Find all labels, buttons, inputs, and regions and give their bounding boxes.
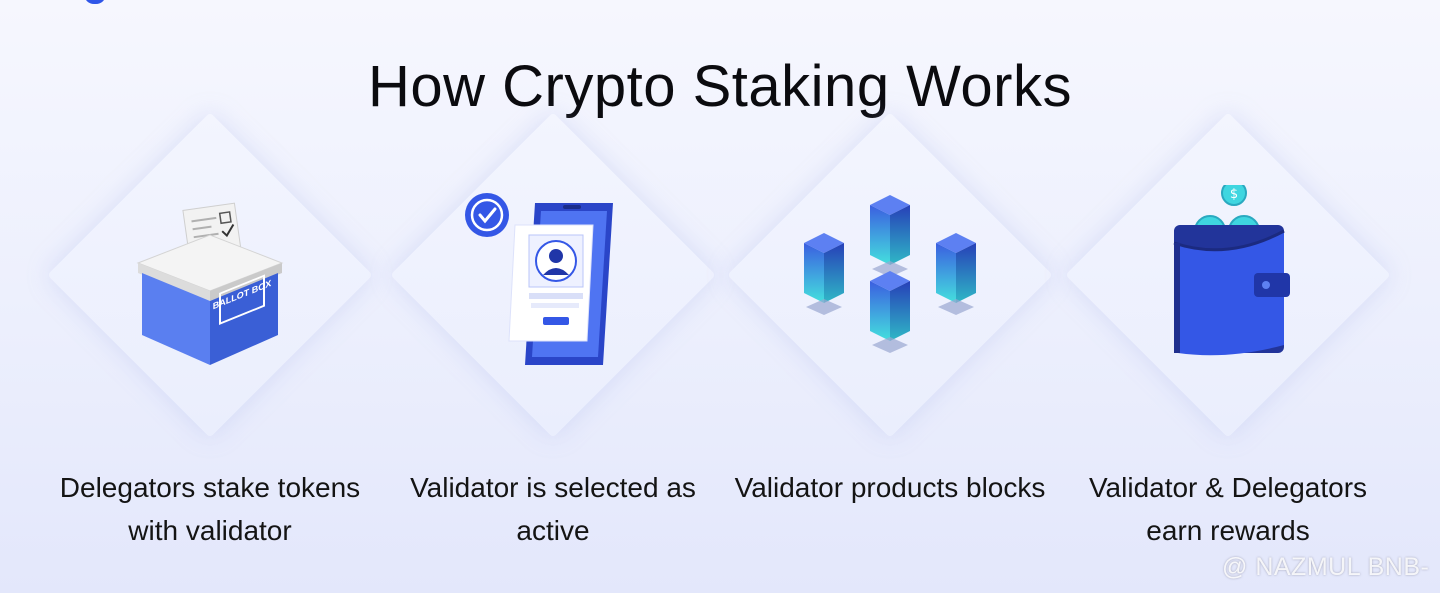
step-validator-selected: Validator is selected as active bbox=[383, 0, 723, 593]
wallet-coins-icon: $ $ $ bbox=[1173, 185, 1290, 356]
step-label: Validator is selected as active bbox=[410, 472, 696, 546]
page-title: How Crypto Staking Works bbox=[368, 53, 1072, 119]
validator-phone-icon bbox=[465, 193, 613, 365]
ballot-box-icon: BALLOT BOX bbox=[136, 202, 284, 365]
step-label: Validator & Delegators earn rewards bbox=[1088, 472, 1368, 546]
step-label: Validator products blocks bbox=[734, 472, 1046, 503]
step-earn-rewards: $ $ $ Validator & Delegators earn reward… bbox=[1058, 0, 1398, 593]
blocks-icon bbox=[804, 195, 976, 353]
svg-text:$: $ bbox=[1230, 187, 1238, 202]
step-label: Delegators stake tokens with validator bbox=[59, 472, 361, 546]
watermark-text: @ NAZMUL BNB- bbox=[1222, 553, 1430, 581]
step-delegators-stake: BALLOT BOX Delegators stake tokens with … bbox=[40, 0, 380, 593]
brand-logo-fragment bbox=[84, 0, 106, 4]
step-validator-produces-blocks: Validator products blocks bbox=[720, 0, 1060, 593]
